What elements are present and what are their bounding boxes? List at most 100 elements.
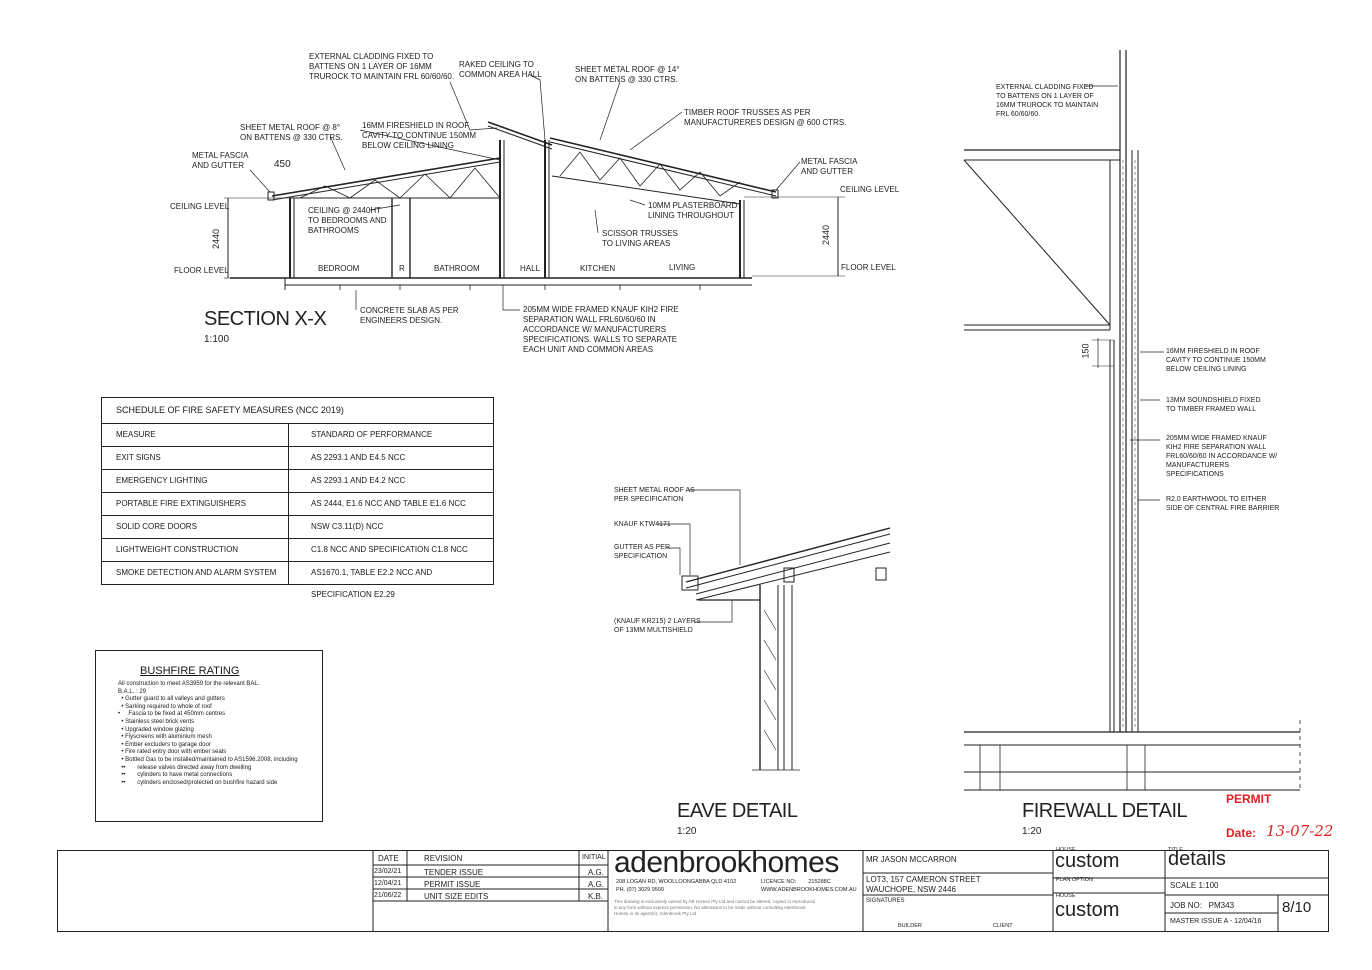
client-name: MR JASON McCARRON <box>866 855 957 864</box>
note-timber-trusses: TIMBER ROOF TRUSSES AS PER MANUFACTURERE… <box>684 108 847 127</box>
firewall-note-soundshield: 13mm SOUNDSHIELD FIXED TO TIMBER FRAMED … <box>1166 397 1261 413</box>
dim-2440-right: 2440 <box>821 224 832 246</box>
job-number: JOB NO: PM343 <box>1170 901 1235 910</box>
rev-desc-2: PERMIT ISSUE <box>424 880 481 889</box>
label-floor-level-left: FLOOR LEVEL <box>174 266 229 275</box>
note-fascia-right: METAL FASCIA AND GUTTER <box>801 157 858 176</box>
signatures-label: SIGNATURES <box>866 898 905 904</box>
company-website: WWW.ADENBROOKHOMES.COM.AU <box>761 887 857 893</box>
eave-note-gutter: GUTTER AS PER SPECIFICATION <box>614 544 671 560</box>
plan-option-label: PLAN OPTION <box>1056 877 1093 883</box>
builder-label: BUILDER <box>898 923 922 929</box>
firewall-note-earthwool: R2.0 EARTHWOOL TO EITHER SIDE OF CENTRAL… <box>1166 496 1280 512</box>
bushfire-list: All construction to meet AS3959 for the … <box>118 681 298 786</box>
label-ceiling-level-left: CEILING LEVEL <box>170 202 230 211</box>
table-cell: LIGHTWEIGHT CONSTRUCTION <box>102 539 289 561</box>
table-cell: NSW C3.11(d) NCC <box>311 522 384 531</box>
master-issue: MASTER ISSUE A - 12/04/16 <box>1170 918 1262 925</box>
sheet-number: 8/10 <box>1282 899 1312 916</box>
title-value: details <box>1168 848 1226 870</box>
label-ceiling-level-right: CEILING LEVEL <box>840 185 900 194</box>
company-phone: PH. (07) 3029 9500 <box>616 887 665 893</box>
scale-value: SCALE 1:100 <box>1170 881 1219 890</box>
note-plasterboard: 10mm PLASTERBOARD LINING THROUGHOUT <box>648 201 738 220</box>
company-address: 208 LOGAN RD, WOOLLOONGABBA QLD 4102 <box>616 879 737 885</box>
table-cell: EXIT SIGNS <box>102 447 289 469</box>
table-cell: AS 2293.1 AND E4.5 NCC <box>311 453 406 462</box>
house-label: HOUSE <box>1056 847 1076 853</box>
table-cell: C1.8 NCC AND SPECIFICATION C1.8 NCC <box>311 545 468 554</box>
note-ext-cladding: EXTERNAL CLADDING FIXED TO BATTENS ON 1 … <box>309 52 455 81</box>
schedule-title: SCHEDULE OF FIRE SAFETY MEASURES (NCC 20… <box>102 398 493 424</box>
dim-150: 150 <box>1080 343 1091 359</box>
firewall-note-fireshield: 16mm FIRESHIELD IN ROOF CAVITY TO CONTIN… <box>1166 348 1266 373</box>
rev-desc-3: UNIT SIZE EDITS <box>424 892 489 901</box>
room-kitchen: KITCHEN <box>580 264 616 273</box>
table-row: EXIT SIGNS AS 2293.1 AND E4.5 NCC <box>102 447 493 470</box>
title-label: TITLE <box>1168 847 1183 853</box>
dim-2440-left: 2440 <box>211 228 222 250</box>
room-bathroom: BATHROOM <box>434 264 480 273</box>
table-cell: MEASURE <box>102 424 289 446</box>
table-row: MEASURE STANDARD OF PERFORMANCE <box>102 424 493 447</box>
rev-desc-1: TENDER ISSUE <box>424 868 484 877</box>
firewall-note-ext-cladding: EXTERNAL CLADDING FIXED TO BATTENS ON 1 … <box>996 84 1099 118</box>
room-hall: HALL <box>520 264 541 273</box>
rev-init-2: A.G. <box>588 880 605 889</box>
date-value: 13-07-22 <box>1266 822 1334 840</box>
client-address-1: LOT3, 157 CAMERON STREET <box>866 875 981 884</box>
company-logo: adenbrookhomes <box>614 846 839 879</box>
section-title: SECTION X-X <box>204 308 327 330</box>
house-value-2: custom <box>1055 899 1120 921</box>
table-cell: STANDARD OF PERFORMANCE <box>311 430 433 439</box>
bushfire-rating-box: BUSHFIRE RATING All construction to meet… <box>95 650 323 822</box>
room-living: LIVING <box>669 263 696 272</box>
table-cell: EMERGENCY LIGHTING <box>102 470 289 492</box>
rev-header-date: DATE <box>378 854 399 863</box>
section-scale: 1:100 <box>204 334 230 345</box>
fire-safety-schedule: SCHEDULE OF FIRE SAFETY MEASURES (NCC 20… <box>101 397 494 599</box>
note-fireshield: 16mm FIRESHIELD IN ROOF CAVITY TO CONTIN… <box>362 121 477 150</box>
table-row: LIGHTWEIGHT CONSTRUCTION C1.8 NCC AND SPE… <box>102 539 493 562</box>
note-slab: CONCRETE SLAB AS PER ENGINEERS DESIGN. <box>360 306 459 325</box>
title-block: DATE REVISION INITIAL 23/02/21 TENDER IS… <box>57 847 1329 932</box>
house-value: custom <box>1055 850 1120 872</box>
dim-450: 450 <box>274 159 291 170</box>
bushfire-title: BUSHFIRE RATING <box>140 665 240 677</box>
firewall-title: FIREWALL DETAIL <box>1022 800 1188 822</box>
table-cell: PORTABLE FIRE EXTINGUISHERS <box>102 493 289 515</box>
eave-note-knauf: KNAUF KTW4171 <box>614 521 671 528</box>
note-scissor-trusses: SCISSOR TRUSSES TO LIVING AREAS <box>602 229 678 248</box>
rev-init-1: A.G. <box>588 868 605 877</box>
rev-init-3: K.B. <box>588 892 604 901</box>
rev-header-initial: INITIAL <box>582 854 606 861</box>
company-licence: LICENCE NO: 215288C <box>761 879 831 885</box>
table-cell: AS 2444, E1.6 NCC AND TABLE E1.6 NCC <box>311 499 466 508</box>
eave-scale: 1:20 <box>677 826 697 837</box>
table-cell: AS1670.1, TABLE E2.2 NCC AND SPECIFICATI… <box>311 568 433 599</box>
note-fire-wall: 205mm WIDE FRAMED KNAUF KIH2 FIRE SEPARA… <box>523 305 679 354</box>
permit-stamp: PERMIT <box>1226 792 1272 806</box>
room-bedroom: BEDROOM <box>318 264 360 273</box>
note-roof-14: SHEET METAL ROOF @ 14° ON BATTENS @ 330 … <box>575 65 680 84</box>
eave-note-multishield: (KNAUF KR215) 2 LAYERS OF 13mm MULTISHIE… <box>614 618 701 634</box>
rev-date-2: 12/04/21 <box>374 880 402 887</box>
table-row: SOLID CORE DOORS NSW C3.11(d) NCC <box>102 516 493 539</box>
client-label: CLIENT <box>993 923 1013 929</box>
eave-note-roof: SHEET METAL ROOF AS PER SPECIFICATION <box>614 487 695 503</box>
rev-header-revision: REVISION <box>424 854 463 863</box>
firewall-scale: 1:20 <box>1022 826 1042 837</box>
note-ceiling-2440: CEILING @ 2440HT TO BEDROOMS AND BATHROO… <box>308 206 387 235</box>
title-block-grid <box>372 851 1328 931</box>
table-cell: SOLID CORE DOORS <box>102 516 289 538</box>
table-row: PORTABLE FIRE EXTINGUISHERS AS 2444, E1.6… <box>102 493 493 516</box>
house-label-2: HOUSE <box>1056 893 1076 899</box>
label-floor-level-right: FLOOR LEVEL <box>841 263 896 272</box>
date-label: Date: <box>1226 826 1257 840</box>
firewall-note-wall: 205mm WIDE FRAMED KNAUF KIH2 FIRE SEPARA… <box>1166 435 1278 478</box>
note-fascia-left: METAL FASCIA AND GUTTER <box>192 151 249 170</box>
note-raked-ceiling: RAKED CEILING TO COMMON AREA HALL <box>459 60 542 79</box>
table-cell: SMOKE DETECTION AND ALARM SYSTEM <box>102 562 289 584</box>
table-row: SMOKE DETECTION AND ALARM SYSTEM AS1670.1… <box>102 562 493 599</box>
